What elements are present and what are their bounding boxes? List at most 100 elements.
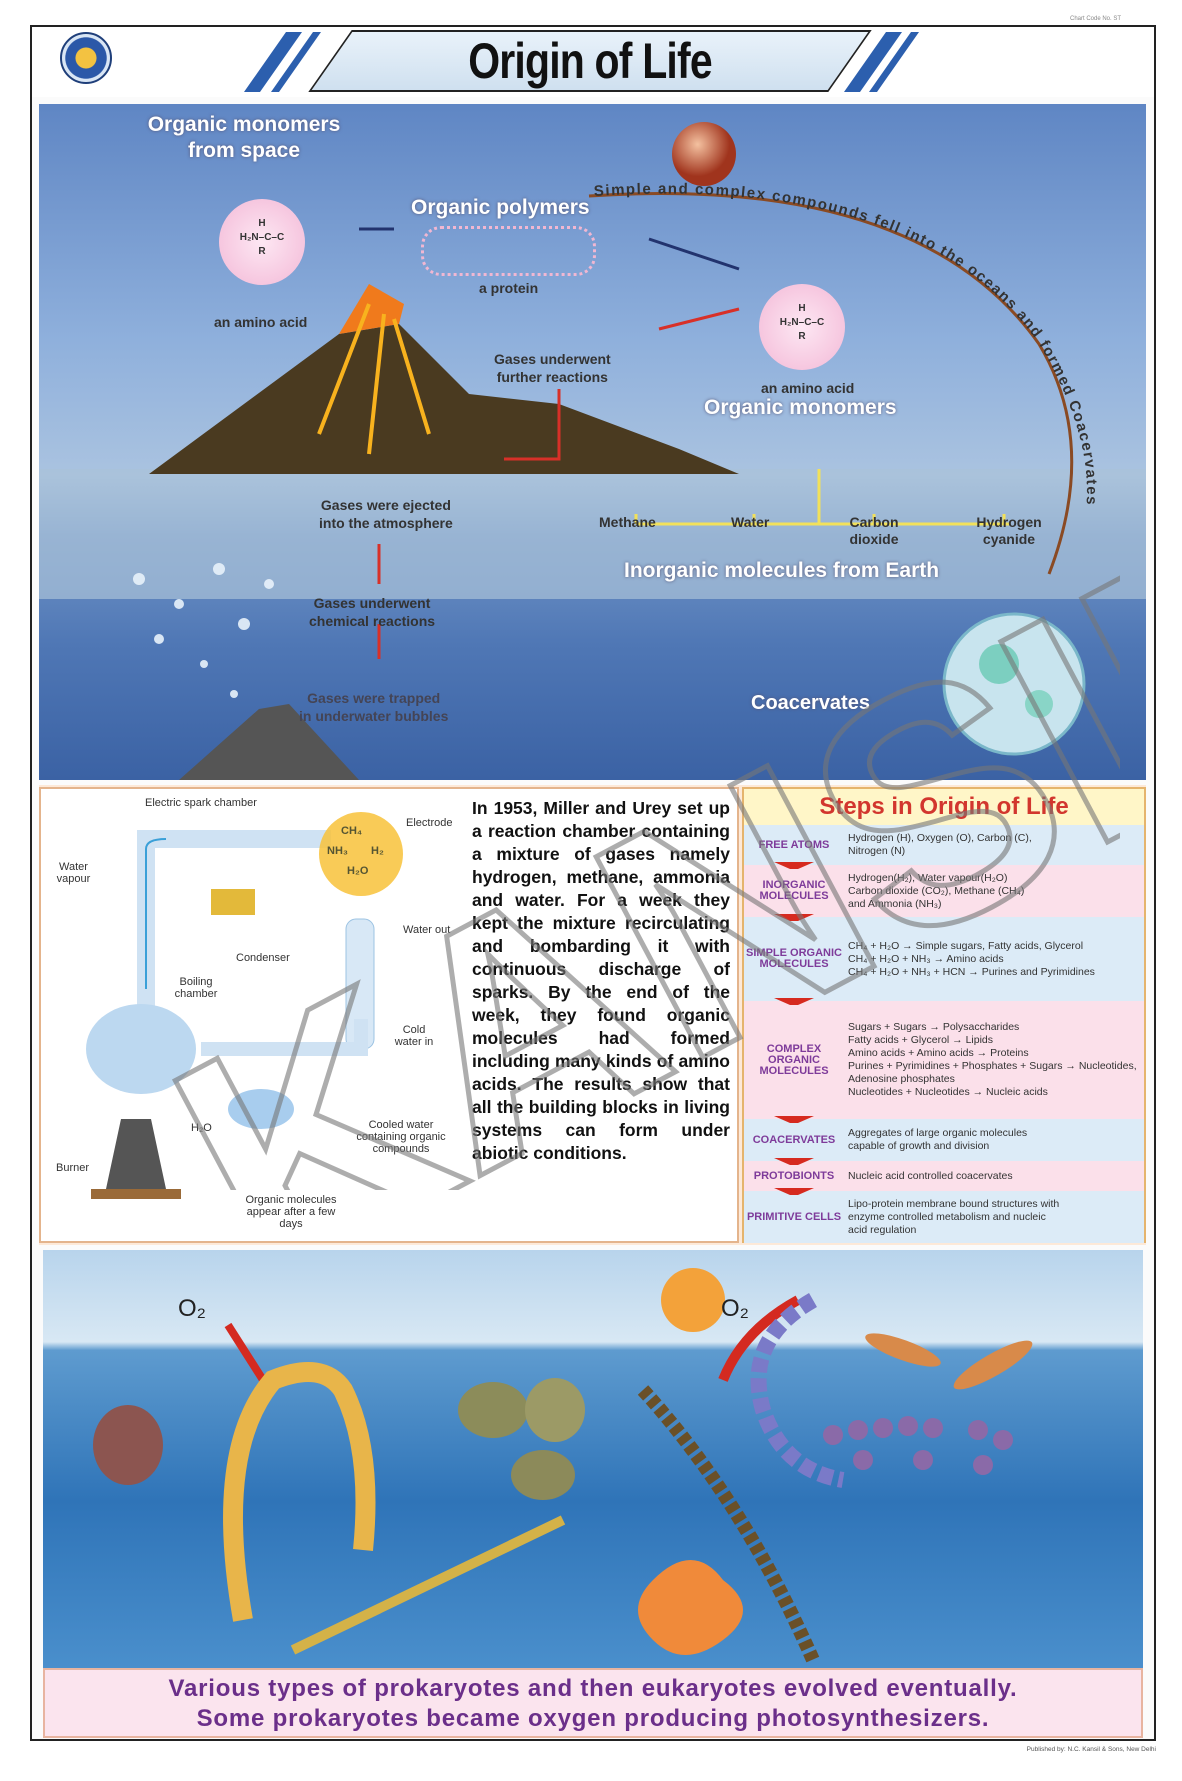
logo-emblem: [60, 32, 112, 84]
step-content: Hydrogen(H₂), Water vapour(H₂O)Carbon di…: [844, 869, 1144, 914]
amino-acid-caption-2: an amino acid: [761, 380, 855, 396]
step-line: Nucleotides + Nucleotides → Nucleic acid…: [848, 1086, 1048, 1098]
amino-acid-caption: an amino acid: [214, 314, 308, 330]
steps-title: Steps in Origin of Life: [744, 789, 1144, 825]
step-line: Nucleic acid controlled coacervates: [848, 1169, 1013, 1182]
step-row: FREE ATOMS Hydrogen (H), Oxygen (O), Carb…: [744, 825, 1144, 865]
publisher: Published by: N.C. Kansil & Sons, New De…: [1026, 1746, 1156, 1753]
gas-ch4: CH₄: [341, 825, 363, 837]
step-content: CH₄ + H₂O → Simple sugars, Fatty acids, …: [844, 937, 1144, 982]
down-arrow-icon: [774, 998, 814, 1005]
step-line: enzyme controlled metabolism and nucleic: [848, 1210, 1046, 1223]
battery-icon: [211, 889, 255, 915]
gas-nh3: NH₃: [327, 845, 348, 857]
burner-icon: [106, 1119, 166, 1189]
step-line: acid regulation: [848, 1223, 917, 1236]
step-line: Nitrogen (N): [848, 845, 906, 857]
o2-arrow-icon: [718, 1295, 801, 1382]
step-line: CH₄ + H₂O + NH₃ + HCN → Purines and Pyri…: [848, 965, 1095, 978]
spirillum-icon: [637, 1385, 820, 1663]
bacterium-icon: [93, 1405, 163, 1485]
caption: Various types of prokaryotes and then eu…: [43, 1668, 1143, 1738]
step-line: Fatty acids + Glycerol → Lipids: [848, 1034, 994, 1046]
filament-icon: [223, 1362, 376, 1622]
step-label: SIMPLE ORGANIC MOLECULES: [746, 947, 842, 970]
step-label: COACERVATES: [752, 1133, 836, 1146]
down-arrow-icon: [774, 862, 814, 869]
organic-appear-label: Organic molecules appear after a few day…: [245, 1194, 337, 1230]
step-line: and Ammonia (NH₃): [848, 897, 942, 910]
footer: Published by: N.C. Kansil & Sons, New De…: [30, 1746, 1156, 1753]
h2o-label: H₂O: [191, 1122, 212, 1134]
steps-rows: FREE ATOMS Hydrogen (H), Oxygen (O), Carb…: [744, 825, 1144, 1243]
water-out-label: Water out: [403, 924, 451, 936]
caption-line-1: Various types of prokaryotes and then eu…: [168, 1675, 1018, 1702]
down-arrow-icon: [774, 1116, 814, 1123]
step-line: Lipo-protein membrane bound structures w…: [848, 1197, 1060, 1210]
sun-icon: [672, 122, 736, 186]
protein-chain-icon: [421, 226, 596, 276]
gas-h2o: H₂O: [347, 865, 369, 877]
page-title: Origin of Life: [468, 33, 712, 89]
step-line: Purines + Pyrimidines + Phosphates + Sug…: [848, 1060, 1137, 1085]
boiling-chamber-label: Boiling chamber: [174, 976, 218, 1000]
amoeba-icon: [638, 1560, 743, 1655]
o2-label: O₂: [178, 1295, 206, 1322]
down-arrow-icon: [774, 1188, 814, 1195]
step-line: capable of growth and division: [848, 1140, 990, 1152]
step-row: PRIMITIVE CELLS Lipo-protein membrane bou…: [744, 1188, 1144, 1243]
step-label: INORGANIC MOLECULES: [759, 879, 829, 902]
apparatus-diagram: [86, 812, 403, 1199]
inorganic-title: Inorganic molecules from Earth: [624, 559, 940, 582]
step-label: PRIMITIVE CELLS: [746, 1210, 842, 1223]
organic-monomers-label: Organic monomers: [704, 396, 897, 419]
flagellate-icon: [865, 1333, 941, 1367]
o2-label-2: O₂: [721, 1295, 749, 1322]
spark-chamber-label: Electric spark chamber: [145, 797, 257, 809]
chain-cocci-icon: [750, 1293, 845, 1488]
primitive-earth-scene: Simple and complex compounds fell into t…: [39, 104, 1146, 780]
organisms-art: [93, 1268, 1033, 1663]
step-line: CH₄ + H₂O + NH₃ → Amino acids: [848, 952, 1004, 965]
step-row: INORGANIC MOLECULES Hydrogen(H₂), Water v…: [744, 862, 1144, 917]
cooled-water-label: Cooled water containing organic compound…: [356, 1119, 446, 1155]
volcano-icon: [149, 324, 739, 474]
carbon-dioxide-label: Carbon dioxide: [849, 514, 899, 547]
protein-caption: a protein: [479, 280, 539, 296]
coacervates-label: Coacervates: [751, 692, 870, 714]
water-label: Water: [731, 514, 770, 530]
steps-table: Steps in Origin of Life FREE ATOMS Hydrog…: [742, 787, 1146, 1243]
step-content: Lipo-protein membrane bound structures w…: [844, 1195, 1144, 1240]
step-content: Hydrogen (H), Oxygen (O), Carbon (C),Nit…: [844, 829, 1144, 861]
water-vapour-label: Water vapour: [56, 861, 91, 885]
cell-cluster-icon: [458, 1382, 528, 1438]
cocci-cluster-icon: [823, 1416, 1013, 1475]
scene-art: Simple and complex compounds fell into t…: [39, 122, 1146, 780]
step-line: Sugars + Sugars → Polysaccharides: [848, 1021, 1020, 1033]
spark-chamber-icon: [319, 812, 403, 896]
gas-h2: H₂: [371, 845, 384, 857]
chart-code: Chart Code No. ST: [1070, 16, 1122, 22]
hydrogen-cyanide-label: Hydrogen cyanide: [976, 514, 1042, 547]
step-line: Carbon dioxide (CO₂), Methane (CH₄): [848, 884, 1025, 897]
underwater-volcano-icon: [179, 704, 359, 780]
burner-label: Burner: [56, 1162, 90, 1174]
sun-icon: [661, 1268, 725, 1332]
step-label: FREE ATOMS: [758, 838, 830, 851]
step-line: Hydrogen (H), Oxygen (O), Carbon (C),: [848, 832, 1032, 844]
arc-arrow: [588, 192, 1074, 575]
down-arrow-icon: [774, 1158, 814, 1165]
cold-water-label: Cold water in: [394, 1024, 434, 1048]
lava-icon: [339, 284, 404, 334]
